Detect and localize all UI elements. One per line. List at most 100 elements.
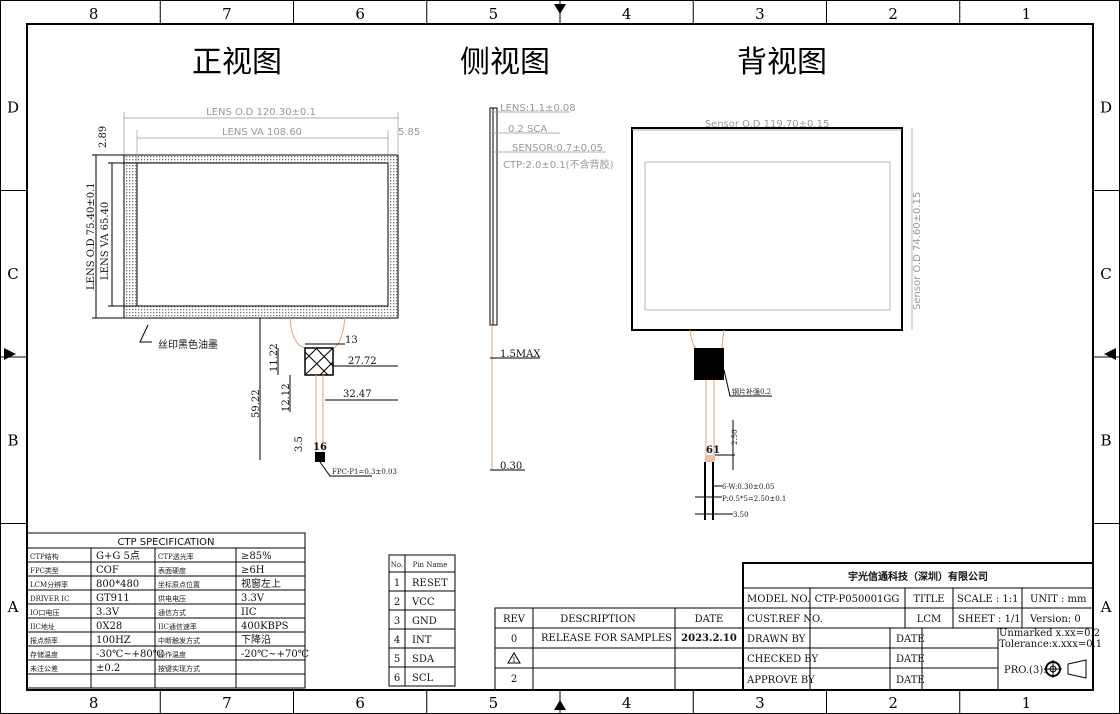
pin-header-no: No. xyxy=(391,561,403,569)
dim-top-margin: 2.89 xyxy=(98,126,109,148)
date-label: DATE xyxy=(896,654,925,665)
fpc-stiffener xyxy=(694,348,724,380)
view-area xyxy=(136,162,389,307)
front-view-title: 正视图 xyxy=(192,45,282,80)
dim-3-5: 3.5 xyxy=(294,436,305,452)
spec-value: 400KBPS xyxy=(241,621,289,632)
dim-32-47: 32.47 xyxy=(343,389,372,400)
zone-column-label: 4 xyxy=(622,694,632,712)
dim-margin: 5.85 xyxy=(398,127,420,138)
spec-label: IIC通信速率 xyxy=(158,622,197,631)
spec-label: IO口电压 xyxy=(30,608,60,617)
spec-value: 0X28 xyxy=(96,621,122,632)
version: Version: 0 xyxy=(1029,614,1081,625)
zone-column-label: 6 xyxy=(355,694,365,712)
dim-pin-width: 6-W:0.30±0.05 xyxy=(722,483,774,491)
zone-column-label: 7 xyxy=(222,5,232,23)
spec-value: 100HZ xyxy=(96,635,131,646)
revision-date: 2023.2.10 xyxy=(681,633,737,644)
zone-column-label: 1 xyxy=(1022,694,1032,712)
dim-27-72: 27.72 xyxy=(348,356,377,367)
drawn-by-label: DRAWN BY xyxy=(747,634,806,645)
revision-header: DATE xyxy=(695,614,724,625)
side-lens: LENS:1.1±0.08 xyxy=(500,103,576,114)
pin-number: 2 xyxy=(394,597,400,608)
side-fpc-thickness: 0.30 xyxy=(500,461,522,472)
spec-label: 操作温度 xyxy=(158,650,186,659)
pin-number: 4 xyxy=(394,635,400,646)
pin-name: SDA xyxy=(412,654,435,665)
dim-pitch: P:0.5*5=2.50±0.1 xyxy=(722,495,786,503)
front-view: LENS O.D 120.30±0.1 LENS VA 108.60 5.85 … xyxy=(86,107,420,477)
pin-number: 1 xyxy=(394,578,400,589)
spec-value: -30℃~+80℃ xyxy=(96,649,164,660)
pin-number: 6 xyxy=(394,673,400,684)
revision-number: 2 xyxy=(511,674,517,685)
spec-label: 按键实现方式 xyxy=(158,664,200,673)
pin-name: GND xyxy=(412,616,437,627)
side-ctp: CTP:2.0±0.1(不含背胶) xyxy=(503,158,614,171)
pin-count: 16 xyxy=(313,442,327,453)
spec-label: 表面硬度 xyxy=(158,566,186,575)
fpc-connector xyxy=(315,452,325,462)
spec-label: 供电电压 xyxy=(158,594,186,603)
fpc-contacts xyxy=(705,455,715,462)
spec-value: ±0.2 xyxy=(96,663,120,674)
spec-row: 未注公差 ±0.2 按键实现方式 xyxy=(30,663,200,674)
revision-row: 1 xyxy=(507,652,521,664)
pin-header-name: Pin Name xyxy=(413,561,448,569)
spec-value: COF xyxy=(96,565,119,576)
spec-value: ≥85% xyxy=(241,551,272,562)
sensor-outline xyxy=(631,127,903,331)
zone-column-label: 5 xyxy=(489,694,499,712)
dim-lens-od: LENS O.D 120.30±0.1 xyxy=(206,107,316,118)
spec-label: FPC类型 xyxy=(30,566,59,575)
model-label: MODEL NO. xyxy=(747,594,810,605)
zone-column-label: 3 xyxy=(755,694,765,712)
zone-row-label: B xyxy=(1100,431,1111,449)
spec-value: 800*480 xyxy=(96,579,139,590)
revision-header: DESCRIPTION xyxy=(560,614,636,625)
spec-label: 坐标原点位置 xyxy=(158,580,200,589)
checked-by-label: CHECKED BY xyxy=(747,654,818,665)
title-block: 宇光信通科技（深圳）有限公司 MODEL NO. CTP-P050001GG T… xyxy=(742,562,1102,691)
spec-label: 通信方式 xyxy=(158,608,186,617)
projection-label: PRO.(3): xyxy=(1004,665,1047,676)
date-label: DATE xyxy=(896,634,925,645)
spec-label: 报点频率 xyxy=(30,636,58,645)
zone-column-label: 8 xyxy=(89,694,99,712)
dim-va-vertical: LENS VA 65.40 xyxy=(100,202,111,280)
revision-triangle-icon xyxy=(507,652,521,664)
zone-column-label: 2 xyxy=(888,694,898,712)
date-label: DATE xyxy=(896,675,925,686)
pin-number: 5 xyxy=(394,654,400,665)
sensor-area xyxy=(644,161,891,311)
zone-column-label: 2 xyxy=(888,5,898,23)
spec-label: 未注公差 xyxy=(30,664,58,673)
revision-number: 1 xyxy=(512,656,516,664)
side-sensor: SENSOR:0.7±0.05 xyxy=(512,143,603,154)
revision-number: 0 xyxy=(511,634,517,645)
zone-column-label: 3 xyxy=(755,5,765,23)
cust-ref-label: CUST.REF NO. xyxy=(747,614,823,625)
revision-row: 2 xyxy=(511,674,517,685)
fpc-note: FPC-P1=0.3±0.03 xyxy=(332,468,397,476)
zone-column-label: 6 xyxy=(355,5,365,23)
dim-11-22: 11.22 xyxy=(269,343,280,372)
spec-value: 3.3V xyxy=(241,593,265,604)
spec-value: 视窗左上 xyxy=(241,577,281,590)
zone-column-label: 4 xyxy=(622,5,632,23)
dim-13: 13 xyxy=(345,335,358,346)
spec-value: 3.3V xyxy=(96,607,120,618)
